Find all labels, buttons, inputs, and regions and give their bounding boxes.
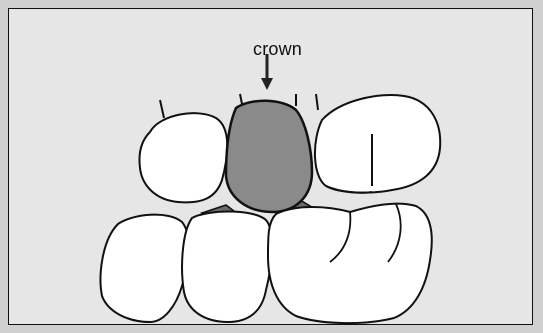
bone-lower-left (101, 215, 189, 322)
bone-upper-right (315, 95, 440, 193)
arrow-icon (261, 54, 273, 90)
crown-bone (226, 101, 312, 212)
bone-upper-left (139, 113, 227, 202)
bone-lower-middle (182, 212, 272, 323)
